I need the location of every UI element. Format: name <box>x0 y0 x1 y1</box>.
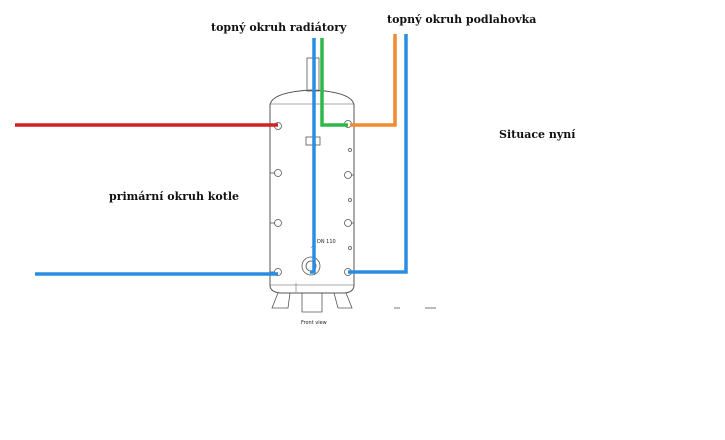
storage-tank <box>269 57 355 313</box>
pipe-floor-return <box>348 34 408 274</box>
tank-connections <box>270 120 436 309</box>
pipe-central-blue <box>310 38 316 274</box>
pipe-floor-heating <box>350 34 397 127</box>
label-dn: DN 110 <box>317 239 336 245</box>
label-status: Situace nyní <box>499 128 576 141</box>
label-boiler-circuit: primární okruh kotle <box>109 190 240 203</box>
label-radiators: topný okruh radiátory <box>211 21 347 34</box>
pipes <box>15 34 408 276</box>
pipe-radiator <box>320 38 348 127</box>
label-floor-heating: topný okruh podlahovka <box>387 13 537 26</box>
label-front-view: Front view <box>301 320 327 326</box>
